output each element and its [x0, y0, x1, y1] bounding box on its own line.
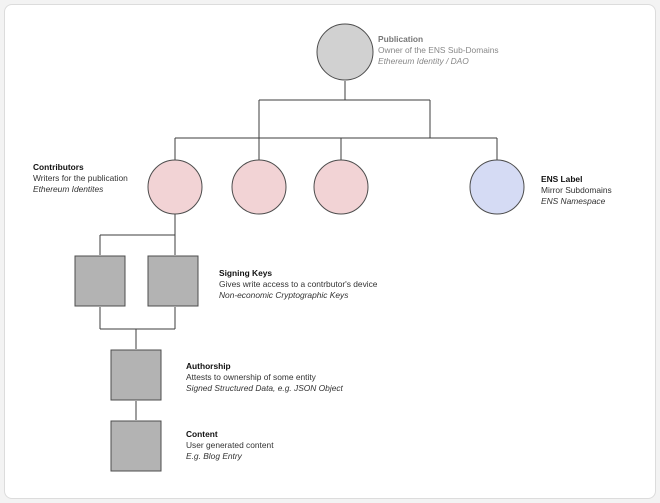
diagram-canvas: Publication Owner of the ENS Sub-Domains…: [4, 4, 656, 499]
connector-lines: [99, 81, 498, 420]
signing-keys-desc: Gives write access to a contrbutor's dev…: [219, 279, 378, 289]
contributors-label: Contributors Writers for the publication…: [33, 162, 128, 195]
contributors-sub: Ethereum Identites: [33, 184, 104, 194]
diagram-svg: [74, 23, 525, 472]
authorship-label: Authorship Attests to ownership of some …: [186, 361, 343, 394]
contributor-node-2: [231, 159, 287, 215]
signing-keys-label: Signing Keys Gives write access to a con…: [219, 268, 377, 301]
signing-key-node-2: [147, 255, 199, 307]
signing-key-node-1: [74, 255, 126, 307]
authorship-node: [110, 349, 162, 401]
authorship-sub: Signed Structured Data, e.g. JSON Object: [186, 383, 343, 393]
authorship-title: Authorship: [186, 361, 231, 371]
authorship-desc: Attests to ownership of some entity: [186, 372, 316, 382]
content-label: Content User generated content E.g. Blog…: [186, 429, 274, 462]
contributors-desc: Writers for the publication: [33, 173, 128, 183]
signing-keys-sub: Non-economic Cryptographic Keys: [219, 290, 349, 300]
content-desc: User generated content: [186, 440, 274, 450]
signing-keys-title: Signing Keys: [219, 268, 273, 278]
ens-label-desc: Mirror Subdomains: [541, 185, 612, 195]
contributors-title: Contributors: [33, 162, 84, 172]
publication-title: Publication: [378, 34, 424, 44]
contributor-node-3: [313, 159, 369, 215]
ens-label-sub: ENS Namespace: [541, 196, 606, 206]
contributor-node-1: [147, 159, 203, 215]
content-title: Content: [186, 429, 218, 439]
content-sub: E.g. Blog Entry: [186, 451, 242, 461]
content-node: [110, 420, 162, 472]
publication-node: [316, 23, 374, 81]
ens-label-label: ENS Label Mirror Subdomains ENS Namespac…: [541, 174, 612, 207]
ens-label-title: ENS Label: [541, 174, 583, 184]
ens-label-node: [469, 159, 525, 215]
publication-desc: Owner of the ENS Sub-Domains: [378, 45, 499, 55]
publication-label: Publication Owner of the ENS Sub-Domains…: [378, 34, 499, 67]
publication-sub: Ethereum Identity / DAO: [378, 56, 469, 66]
